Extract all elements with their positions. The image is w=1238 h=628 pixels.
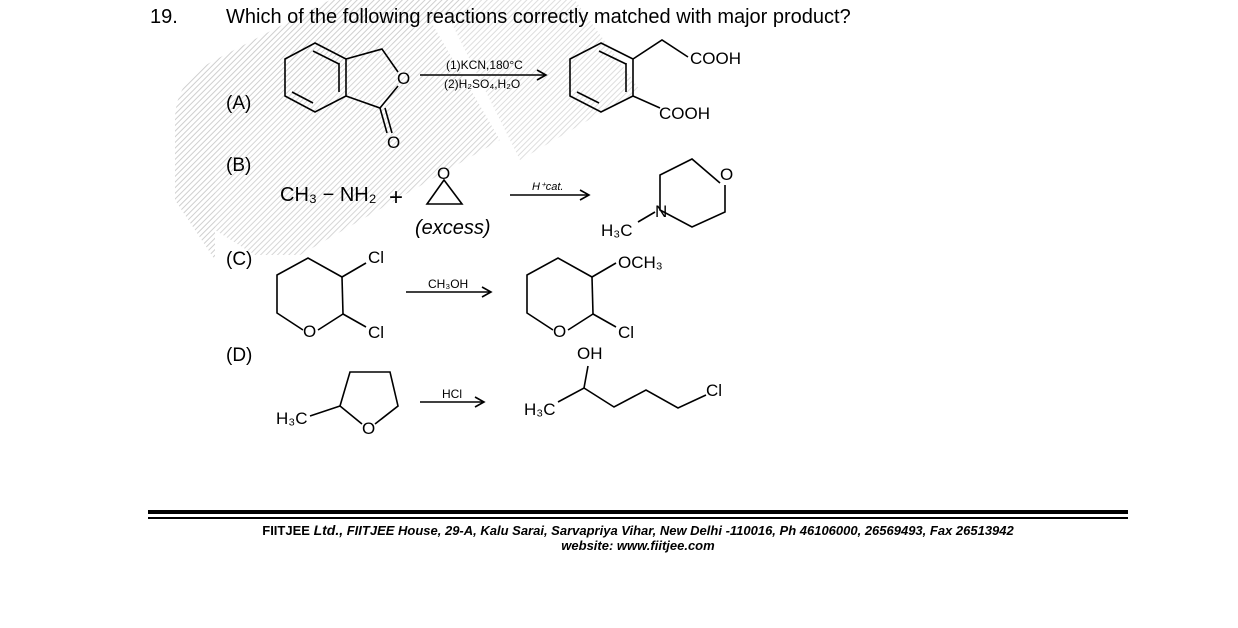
reaction-c-product-chloro: Cl (618, 323, 634, 342)
footer-rule-thick (148, 510, 1128, 514)
reaction-b-reactant: CH₃ − NH₂ (280, 184, 376, 206)
reaction-a-product-cooh-2: COOH (659, 104, 710, 123)
reaction-d-product-chloro: Cl (706, 381, 722, 400)
footer-rule-thin (148, 517, 1128, 519)
reaction-b-condition: (excess) (415, 217, 491, 239)
reaction-b-epoxide-oxygen: O (437, 164, 450, 183)
option-c-label[interactable]: (C) (226, 249, 253, 270)
footer-address: FIITJEE House, 29-A, Kalu Sarai, Sarvapr… (346, 523, 1014, 538)
reaction-b-plus: + (389, 184, 403, 211)
option-a-label[interactable]: (A) (226, 93, 252, 114)
question-text: Which of the following reactions correct… (226, 6, 851, 28)
reaction-c-product-methoxy: OCH₃ (618, 253, 663, 272)
reaction-d-methyl: H₃C (276, 409, 307, 428)
reaction-d-reagent: HCl (442, 387, 462, 401)
footer-ltd: Ltd., (313, 522, 344, 538)
reaction-d-product-hydroxyl: OH (577, 344, 603, 363)
reaction-c-product-oxygen: O (553, 322, 566, 341)
reaction-d-ring-oxygen: O (362, 419, 375, 438)
reaction-d-reactant (309, 371, 399, 425)
reaction-b-methyl: H₃C (601, 221, 632, 240)
option-d-label[interactable]: (D) (226, 345, 253, 366)
reaction-b-epoxide (425, 178, 464, 205)
reaction-b-morpholine-oxygen: O (720, 165, 733, 184)
reaction-c-ring-oxygen: O (303, 322, 316, 341)
reaction-c-product (526, 257, 617, 331)
footer-brand: FIITJEE (262, 523, 310, 538)
reaction-a-reagent-1: (1)KCN,180°C (446, 58, 523, 72)
footer-website[interactable]: website: www.fiitjee.com (561, 538, 715, 553)
reaction-a-reactant (284, 42, 399, 134)
reaction-b-morpholine-nitrogen: N (655, 202, 667, 221)
reaction-a-product-cooh-1: COOH (690, 49, 741, 68)
reaction-b-reagent: H⁺cat. (532, 181, 563, 193)
reaction-a-product (569, 39, 689, 113)
reaction-c-reactant (276, 257, 367, 331)
reaction-c-chloro-bottom: Cl (368, 323, 384, 342)
reaction-b-product (637, 158, 726, 228)
reaction-a-reagent-2: (2)H₂SO₄,H₂O (444, 77, 520, 91)
reaction-a-ring-oxygen: O (397, 69, 410, 88)
option-b-label[interactable]: (B) (226, 155, 252, 176)
reaction-a-carbonyl-oxygen: O (387, 133, 400, 152)
footer-address-line: FIITJEE Ltd., FIITJEE House, 29-A, Kalu … (148, 522, 1128, 538)
question-number: 19. (150, 6, 178, 28)
reaction-c-reagent: CH₃OH (428, 277, 468, 291)
reaction-d-product-methyl: H₃C (524, 400, 555, 419)
reaction-d-product (557, 365, 707, 409)
reaction-c-chloro-top: Cl (368, 248, 384, 267)
